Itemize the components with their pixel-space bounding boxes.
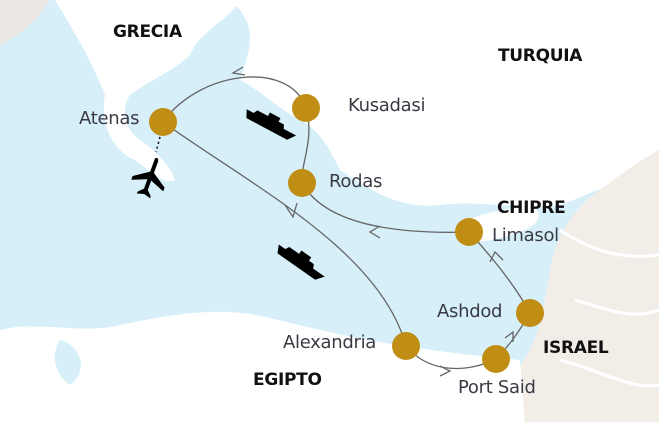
country-label-israel: ISRAEL	[543, 338, 609, 358]
land-greece	[55, 0, 240, 181]
airplane-icon	[131, 157, 165, 199]
ship-icon	[277, 244, 325, 280]
port-marker-rodas[interactable]	[288, 169, 316, 197]
port-marker-kusadasi[interactable]	[292, 94, 320, 122]
country-label-egipto: EGIPTO	[253, 370, 322, 390]
port-marker-atenas[interactable]	[149, 108, 177, 136]
country-label-grecia: GRECIA	[113, 22, 182, 42]
port-marker-ashdod[interactable]	[516, 299, 544, 327]
country-label-chipre: CHIPRE	[497, 198, 566, 218]
port-label-kusadasi: Kusadasi	[348, 95, 426, 116]
port-label-limasol: Limasol	[492, 225, 559, 246]
land-greece-west	[0, 0, 50, 45]
land-turkey	[230, 0, 659, 207]
ship-icon	[246, 109, 297, 140]
port-label-ashdod: Ashdod	[437, 301, 503, 322]
port-marker-alexandria[interactable]	[392, 332, 420, 360]
port-label-atenas: Atenas	[79, 108, 140, 129]
port-label-rodas: Rodas	[329, 171, 383, 192]
port-label-port-said: Port Said	[458, 377, 536, 398]
land-egypt	[0, 311, 525, 422]
land-east	[514, 150, 659, 422]
port-marker-port-said[interactable]	[482, 345, 510, 373]
country-label-turquia: TURQUIA	[498, 46, 583, 66]
port-marker-limasol[interactable]	[455, 218, 483, 246]
port-label-alexandria: Alexandria	[283, 332, 377, 353]
